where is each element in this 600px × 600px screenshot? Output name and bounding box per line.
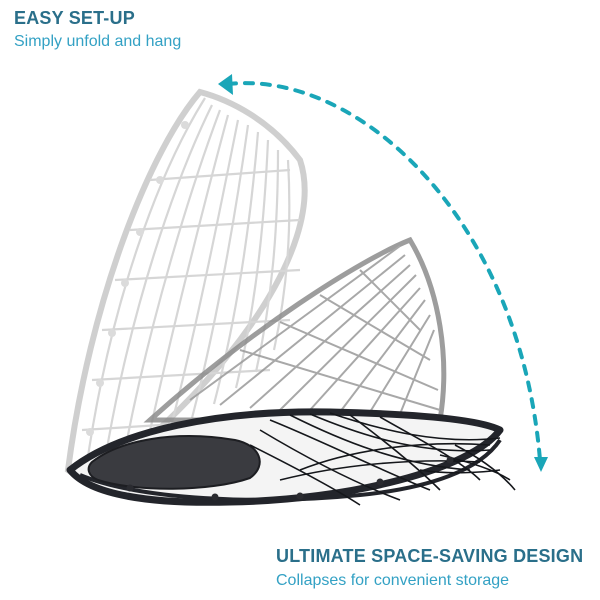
dashed-arc-arrow-icon [218, 74, 548, 472]
bottom-feature-subtitle: Collapses for convenient storage [276, 572, 510, 589]
unfolded-chair-ghost [64, 88, 308, 489]
bottom-feature-title: ULTIMATE SPACE-SAVING DESIGN [276, 546, 584, 566]
top-feature-title: EASY SET-UP [14, 8, 135, 28]
folded-chair [66, 408, 516, 506]
top-feature-subtitle: Simply unfold and hang [14, 33, 182, 50]
half-folded-chair [143, 236, 447, 423]
